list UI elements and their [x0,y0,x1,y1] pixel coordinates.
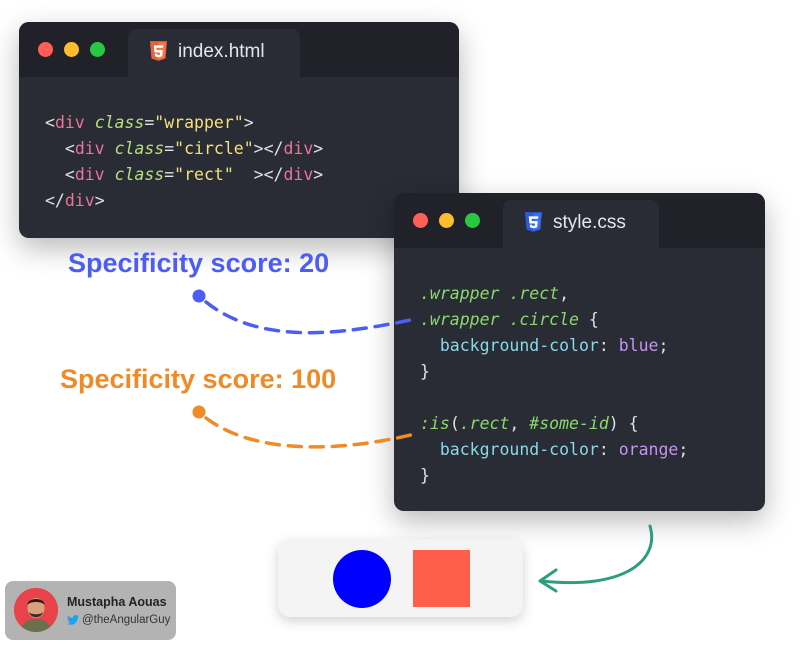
author-name: Mustapha Aouas [67,595,167,609]
code-token: : [598,440,619,459]
code-token: </ [45,191,65,210]
close-dot[interactable] [38,42,53,57]
code-token: ) { [608,414,639,433]
code-token: = [164,139,175,158]
code-token: .rect [459,414,510,433]
code-token: > [243,113,254,132]
code-token: class [94,113,145,132]
code-token: ; [678,440,689,459]
code-token: "circle" [174,139,254,158]
code-token: = [144,113,155,132]
blue-connector-dot [192,289,206,303]
author-badge: Mustapha Aouas @theAngularGuy [5,581,176,640]
result-arrow [540,524,654,585]
close-dot[interactable] [413,213,428,228]
code-token: < [45,165,75,184]
html5-icon [149,41,168,61]
code-token: } [420,466,430,485]
twitter-icon [67,615,79,625]
code-token: < [45,139,75,158]
tab-label: index.html [178,41,265,62]
minimize-dot[interactable] [64,42,79,57]
rendered-result-card [278,539,523,617]
blue-dashed-connector [204,300,417,335]
result-arrow-head [538,568,558,593]
code-token: background-color [439,336,599,355]
code-token: #some-id [529,414,609,433]
code-token: < [45,113,55,132]
code-token: > [94,191,105,210]
code-token: ; [658,336,669,355]
code-token: div [54,113,85,132]
specificity-score-100-label: Specificity score: 100 [60,364,337,394]
orange-dashed-connector [204,416,417,449]
code-token: = [164,165,175,184]
code-token: ></ [253,139,284,158]
css-window-titlebar: style.css [394,193,765,248]
tab-style-css[interactable]: style.css [503,200,659,248]
code-token: div [283,165,314,184]
code-token: { [578,310,599,329]
code-token: blue [618,336,659,355]
code-token: orange [618,440,679,459]
specificity-score-20-label: Specificity score: 20 [68,248,330,278]
avatar [14,588,58,632]
tab-label: style.css [553,212,626,233]
css-code-block: .wrapper .rect, .wrapper .circle { backg… [420,281,688,489]
code-token: ></ [233,165,284,184]
maximize-dot[interactable] [90,42,105,57]
html-code-block: <div class="wrapper"> <div class="circle… [45,110,323,214]
css-code-window: style.css .wrapper .rect, .wrapper .circ… [394,193,765,511]
code-token: class [114,139,165,158]
code-token: ( [449,414,460,433]
code-token: div [74,139,105,158]
code-token: : [598,336,619,355]
css3-icon [524,212,543,232]
html-code-window: index.html <div class="wrapper"> <div cl… [19,22,459,238]
html-window-titlebar: index.html [19,22,459,77]
code-token: .wrapper .circle [420,310,579,329]
code-token: , [509,414,530,433]
code-token: div [64,191,95,210]
code-token: } [420,362,430,381]
code-token: div [283,139,314,158]
avatar-portrait [14,588,58,632]
maximize-dot[interactable] [465,213,480,228]
code-token: > [313,139,324,158]
author-handle-text: @theAngularGuy [82,614,171,626]
code-token: > [313,165,324,184]
code-token: div [74,165,105,184]
orange-rect-shape [413,550,470,607]
code-token: .wrapper .rect [420,284,560,303]
blue-circle-shape [333,550,391,608]
author-handle[interactable]: @theAngularGuy [67,614,170,626]
code-token: :is [420,414,450,433]
tab-index-html[interactable]: index.html [128,29,300,77]
code-token: , [559,284,570,303]
orange-connector-dot [192,405,206,419]
code-token: background-color [439,440,599,459]
minimize-dot[interactable] [439,213,454,228]
code-token: "rect" [174,165,234,184]
code-token: "wrapper" [154,113,244,132]
code-token: class [114,165,165,184]
